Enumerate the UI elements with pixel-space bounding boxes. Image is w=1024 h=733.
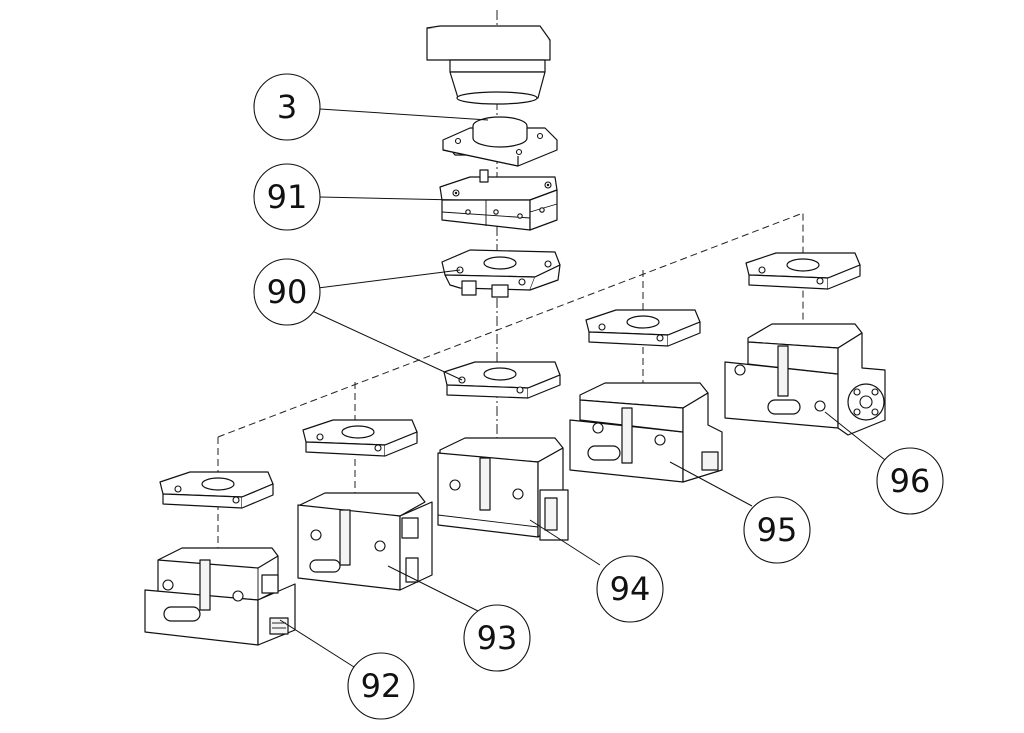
callout-95: 95	[743, 496, 811, 564]
callout-93: 93	[463, 604, 531, 672]
leader-lines	[279, 108, 886, 668]
callout-90: 90	[253, 258, 321, 326]
gripper-92	[144, 547, 296, 646]
gripper-94	[437, 437, 569, 541]
jaw-plate-96	[745, 252, 861, 290]
callout-91: 91	[253, 163, 321, 231]
callout-96-label: 96	[890, 462, 931, 500]
gripper-96	[724, 323, 886, 436]
callout-95-label: 95	[757, 511, 798, 549]
callout-90-label: 90	[267, 273, 308, 311]
gripper-95	[569, 382, 723, 483]
callout-93-label: 93	[477, 619, 518, 657]
callout-92-label: 92	[361, 667, 402, 705]
top-mount-body	[426, 25, 551, 105]
jaw-plate-94	[443, 361, 561, 399]
jaw-plate-92	[159, 471, 274, 509]
callout-94-label: 94	[610, 570, 651, 608]
callout-91-label: 91	[267, 178, 308, 216]
callout-92: 92	[347, 652, 415, 720]
part-90-jaw-plate	[441, 249, 561, 298]
jaw-plate-93	[302, 419, 418, 457]
part-91-adapter-block	[439, 169, 558, 231]
callout-3-label: 3	[277, 88, 297, 126]
part-3-flange-plate	[442, 116, 558, 167]
jaw-plate-95	[585, 309, 701, 347]
callout-3: 3	[253, 73, 321, 141]
callout-96: 96	[876, 447, 944, 515]
gripper-93	[297, 492, 433, 591]
callout-94: 94	[596, 555, 664, 623]
